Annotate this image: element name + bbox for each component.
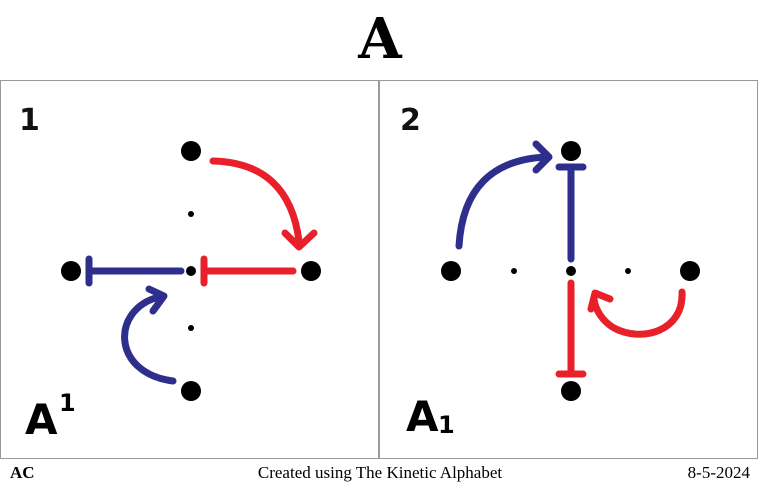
letter-a: A: [406, 392, 439, 441]
page-title: A: [358, 6, 402, 72]
blue-arrowhead: [145, 285, 168, 315]
red-arrowhead: [281, 229, 318, 251]
panel-2: 2 A 1: [379, 80, 758, 459]
footer-date: 8-5-2024: [687, 463, 750, 482]
node-dot: [301, 261, 321, 281]
node-dot: [441, 261, 461, 281]
node-dot: [61, 261, 81, 281]
superscript-mark: 1: [59, 389, 76, 417]
footer-credit: Created using The Kinetic Alphabet: [257, 463, 503, 482]
grid-dot: [625, 268, 631, 274]
node-dot: [181, 141, 201, 161]
subscript-mark: 1: [438, 411, 455, 439]
node-dot: [680, 261, 700, 281]
grid-dot: [511, 268, 517, 274]
center-dot: [186, 266, 196, 276]
center-dot: [566, 266, 576, 276]
node-dot: [561, 141, 581, 161]
node-dot: [181, 381, 201, 401]
panel-number: 2: [400, 103, 421, 138]
grid-dot: [188, 211, 194, 217]
red-arrowhead: [587, 289, 614, 313]
panel-1: 1 A 1: [0, 80, 379, 459]
red-arrow: [590, 288, 686, 338]
letter-a: A: [25, 395, 58, 444]
blue-arrowhead: [532, 140, 553, 174]
blue-arrow: [455, 153, 550, 250]
panel-1-diagram: A 1: [25, 141, 321, 444]
footer-initials: AC: [10, 463, 35, 482]
blue-arrow: [121, 293, 177, 385]
panel-number: 1: [19, 103, 40, 138]
panel-2-diagram: A 1: [406, 140, 700, 441]
grid-dot: [188, 325, 194, 331]
node-dot: [561, 381, 581, 401]
red-arrow: [209, 157, 303, 245]
